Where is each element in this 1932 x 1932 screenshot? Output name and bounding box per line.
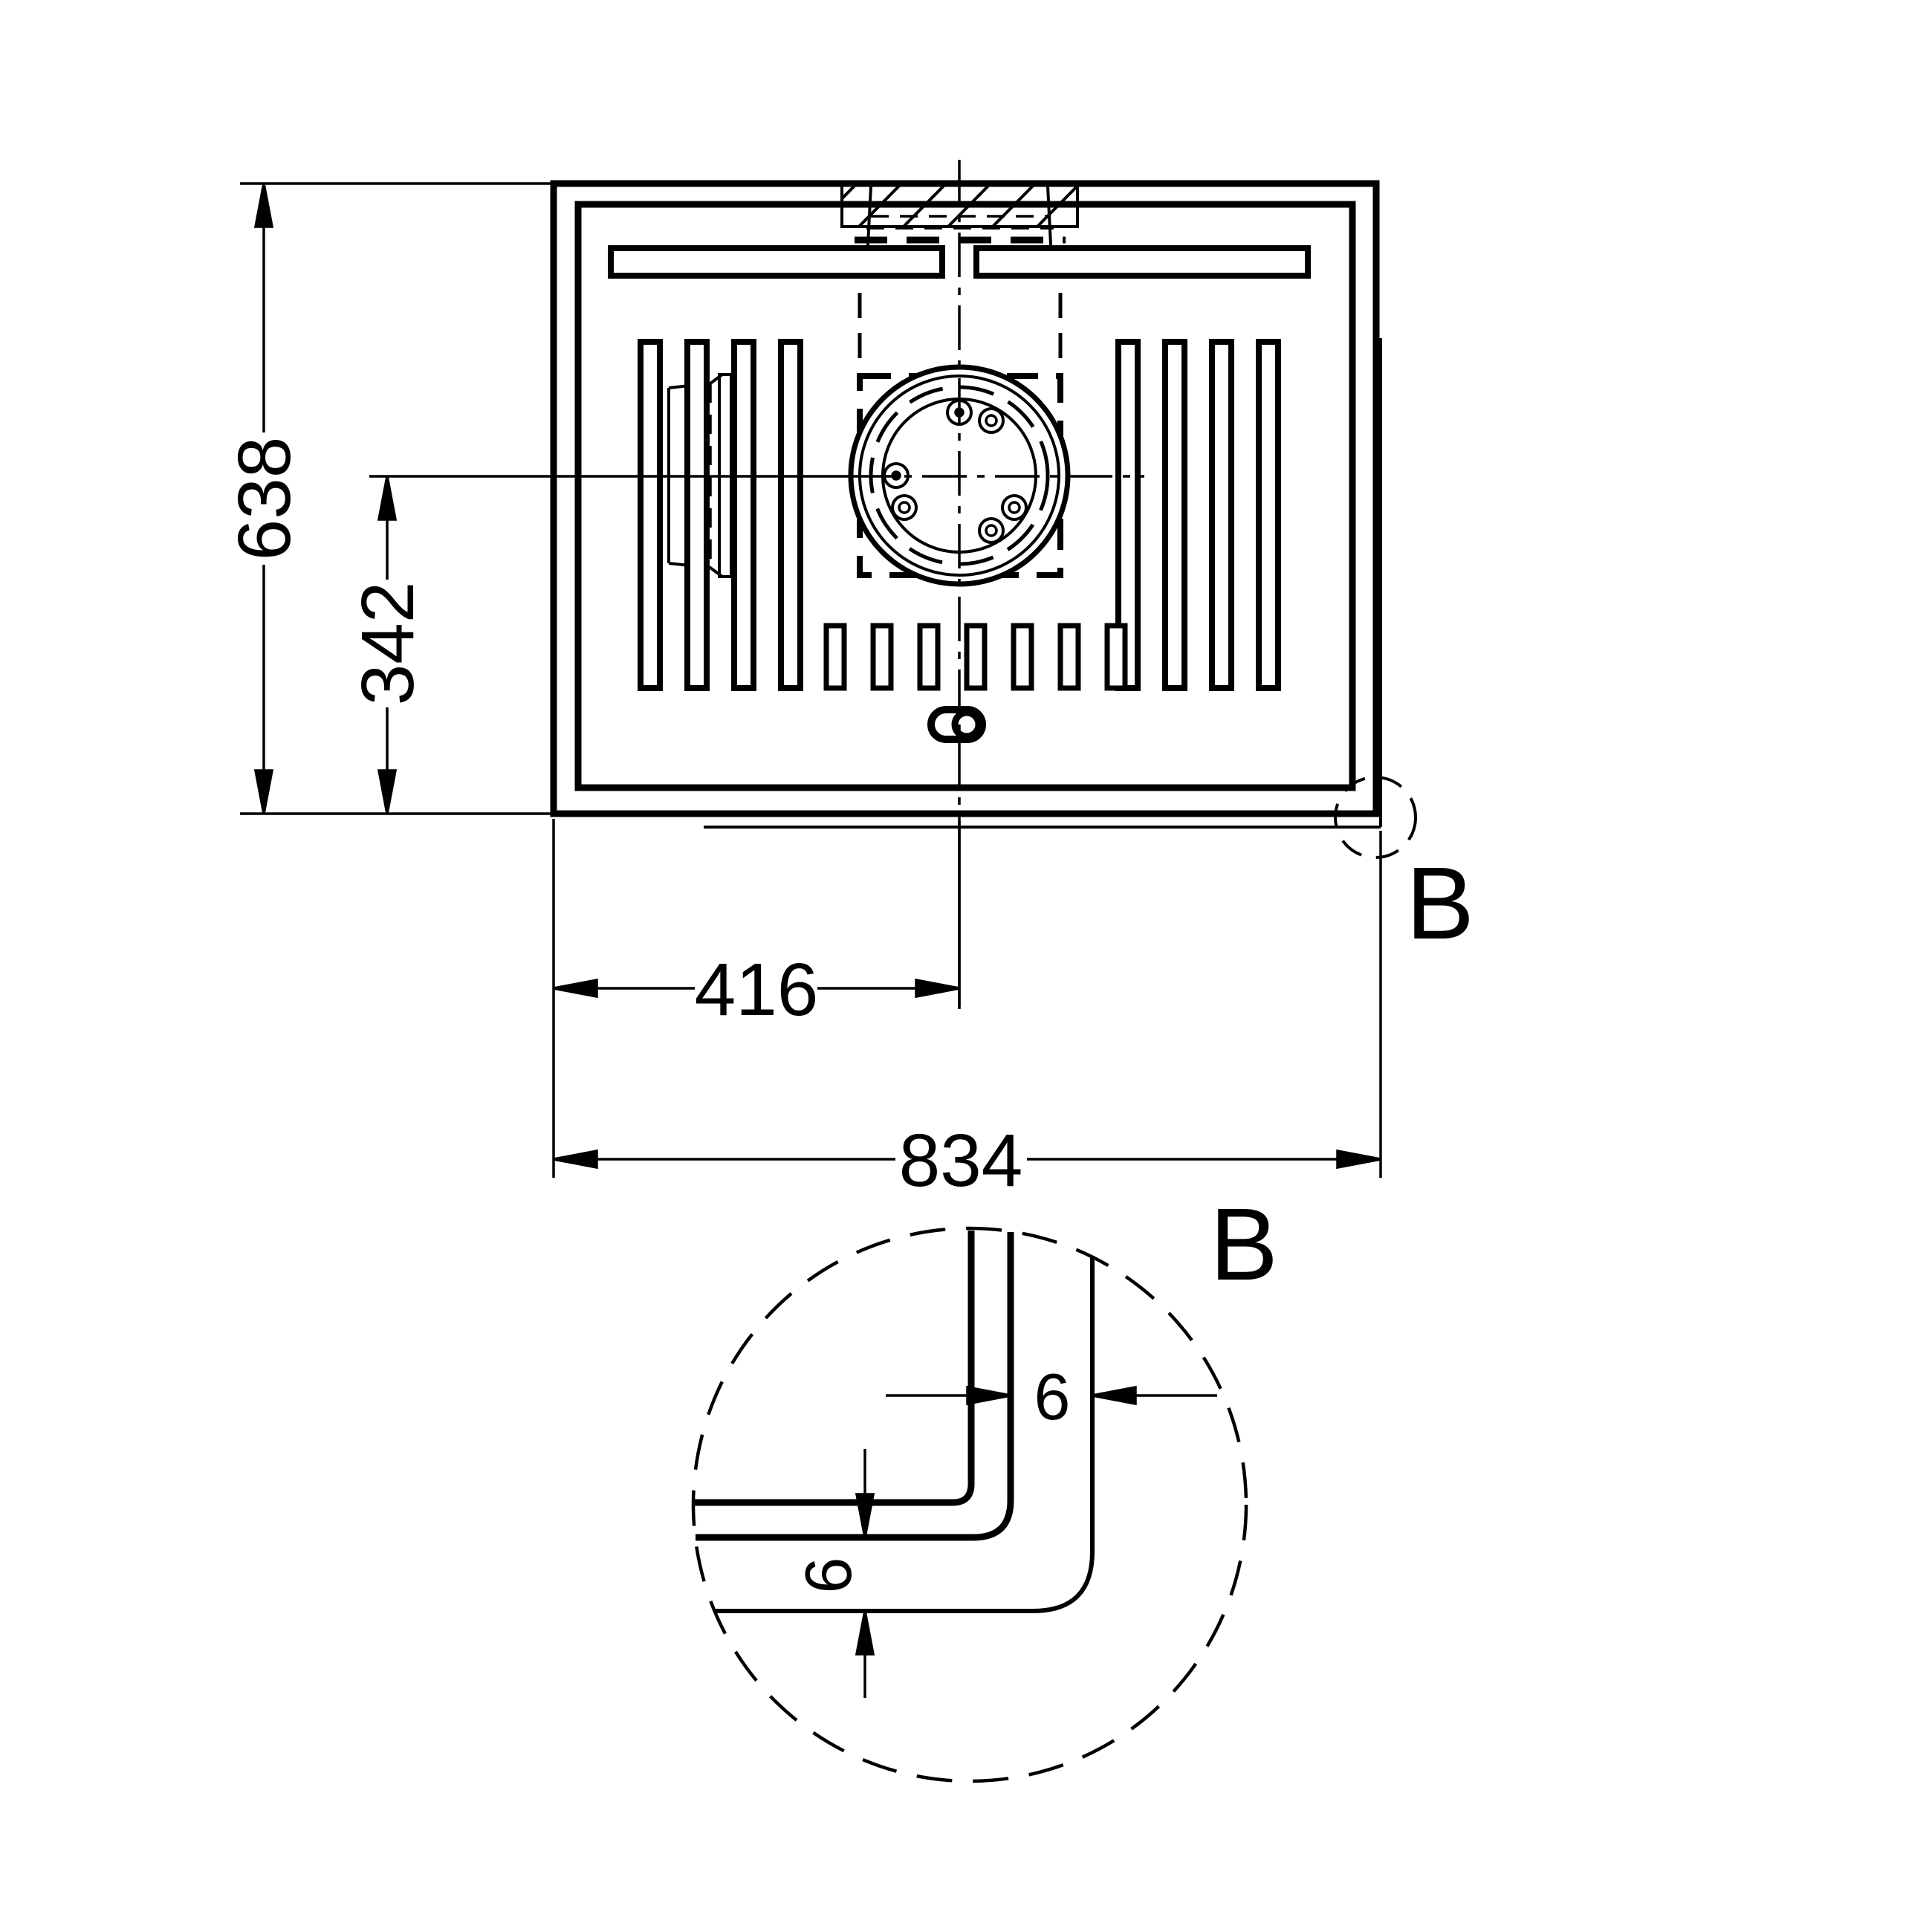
plate-inner-corner xyxy=(695,1231,975,1506)
top-vent-slot-right xyxy=(973,245,1311,279)
grate-slot xyxy=(1057,623,1081,691)
detail-dim-horizontal-6: 6 xyxy=(886,1360,1217,1433)
slat-slot xyxy=(1209,339,1234,691)
main-view: 638 342 416 834 xyxy=(223,160,1474,1202)
side-vent-slats-left xyxy=(638,339,803,691)
dim-342-label: 342 xyxy=(346,582,429,706)
dimension-342: 342 xyxy=(346,476,429,814)
detail-dim-vertical-6: 6 xyxy=(791,1449,875,1698)
detail-view-b: B 6 6 xyxy=(691,1187,1278,1783)
top-plate-inner-rect xyxy=(574,201,1356,791)
arrow-up xyxy=(377,476,398,521)
arrow-up-tip xyxy=(855,1610,875,1656)
plate-outer-corner xyxy=(696,1232,1014,1541)
dimension-638: 638 xyxy=(223,182,551,815)
detail-view-label: B xyxy=(1210,1187,1278,1302)
slat-slot xyxy=(1256,339,1281,691)
grate-slot xyxy=(870,623,894,691)
slat-slot xyxy=(731,339,756,691)
grate-slot xyxy=(1011,623,1034,691)
body-outline xyxy=(550,180,1382,829)
arrow-right xyxy=(1336,1149,1381,1170)
top-plate-outer-rect xyxy=(550,180,1380,817)
slat-slot xyxy=(638,339,663,691)
arrow-down xyxy=(377,769,398,814)
hatch-lines xyxy=(842,184,1077,226)
dim-638-label: 638 xyxy=(223,437,306,561)
arrow-left-tip xyxy=(1092,1385,1137,1406)
arrow-right xyxy=(915,978,960,999)
arrow-right-tip xyxy=(966,1385,1011,1406)
grate-slot xyxy=(917,623,941,691)
dimension-416: 416 xyxy=(552,819,961,1178)
grate-slot xyxy=(964,623,988,691)
flue-lug-holes xyxy=(891,407,1021,537)
slat-slot xyxy=(1115,339,1141,691)
knockout-box xyxy=(840,184,1079,228)
detail-dim-6-h-label: 6 xyxy=(1034,1360,1071,1433)
slat-slot xyxy=(684,339,710,691)
arrow-left xyxy=(553,1149,598,1170)
dimension-834: 834 xyxy=(553,831,1382,1202)
arrow-left xyxy=(553,978,598,999)
centerlines xyxy=(369,160,1144,1007)
slat-slot xyxy=(778,339,803,691)
top-vent-slot-left xyxy=(608,245,945,279)
grate-slots xyxy=(823,623,1128,691)
detail-dim-6-v-label: 6 xyxy=(791,1557,865,1594)
arrow-down-tip xyxy=(855,1493,875,1538)
grate-slot xyxy=(1104,623,1128,691)
slat-slot xyxy=(1162,339,1187,691)
detail-callout: B xyxy=(1334,776,1474,961)
damper-handle xyxy=(927,706,986,743)
body-edge-corner xyxy=(716,1256,1095,1613)
detail-callout-circle xyxy=(1334,776,1417,859)
handle-knob xyxy=(951,709,982,740)
grate-slot xyxy=(823,623,847,691)
arrow-up xyxy=(253,183,274,228)
dim-416-label: 416 xyxy=(695,948,819,1031)
dim-834-label: 834 xyxy=(899,1119,1023,1202)
top-vent-slots xyxy=(608,245,1311,279)
detail-boundary-circle xyxy=(691,1226,1248,1783)
arrow-down xyxy=(253,769,274,814)
detail-callout-label: B xyxy=(1406,846,1474,961)
side-vent-slats-right xyxy=(1115,339,1281,691)
